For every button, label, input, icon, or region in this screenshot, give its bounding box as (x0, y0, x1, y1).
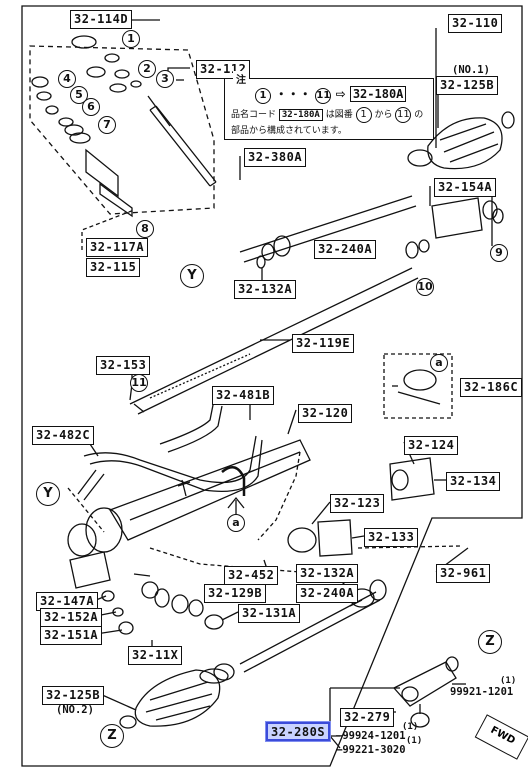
part-number-99924-1201[interactable]: –99924-1201 (336, 730, 406, 742)
callout-a-right[interactable]: a (430, 354, 448, 372)
callout-1[interactable]: 1 (122, 30, 140, 48)
part-label-32-125B-bottom[interactable]: 32-125B (42, 686, 105, 705)
part-label-32-129B[interactable]: 32-129B (204, 584, 267, 603)
part-label-32-482C[interactable]: 32-482C (32, 426, 95, 445)
part-label-32-279[interactable]: 32-279 (340, 708, 395, 727)
part-label-32-11X[interactable]: 32-11X (128, 646, 183, 665)
part-label-32-240A-bottom[interactable]: 32-240A (296, 584, 359, 603)
part-label-32-154A[interactable]: 32-154A (434, 178, 497, 197)
callout-3[interactable]: 3 (156, 70, 174, 88)
part-label-32-280S-selected[interactable]: 32-280S (266, 722, 331, 741)
callout-y-left[interactable]: Y (36, 482, 60, 506)
note-line2-to: 11 (395, 107, 412, 123)
part-label-32-481B[interactable]: 32-481B (212, 386, 275, 405)
part-label-32-114D[interactable]: 32-114D (70, 10, 133, 29)
note-range-row: 1 ・・・ 11 ⇨ 32-180A (255, 85, 407, 104)
boot-no1-note: (NO.1) (452, 64, 490, 76)
note-box: 注 1 ・・・ 11 ⇨ 32-180A 品名コード 32-180A は図番 1… (224, 71, 434, 140)
part-label-32-120[interactable]: 32-120 (298, 404, 353, 423)
part-number-99924-1201-text: 99924-1201 (342, 730, 406, 742)
note-line2-mid: は図番 (325, 110, 353, 120)
note-range-start: 1 (255, 88, 271, 104)
boot-no2-note: (NO.2) (56, 704, 94, 716)
callout-7[interactable]: 7 (98, 116, 116, 134)
part-label-32-117A[interactable]: 32-117A (86, 238, 149, 257)
part-label-32-119E[interactable]: 32-119E (292, 334, 355, 353)
part-label-32-115[interactable]: 32-115 (86, 258, 141, 277)
qty-99221-3020: (1) (406, 736, 423, 746)
part-label-32-110[interactable]: 32-110 (448, 14, 503, 33)
note-line-2: 品名コード 32-180A は図番 1 から 11 の (231, 107, 423, 123)
callout-6[interactable]: 6 (82, 98, 100, 116)
callout-9[interactable]: 9 (490, 244, 508, 262)
part-label-32-186C[interactable]: 32-186C (460, 378, 523, 397)
part-label-32-452[interactable]: 32-452 (224, 566, 279, 585)
part-label-32-380A[interactable]: 32-380A (244, 148, 307, 167)
callout-10[interactable]: 10 (416, 278, 434, 296)
callout-8[interactable]: 8 (136, 220, 154, 238)
callout-4[interactable]: 4 (58, 70, 76, 88)
qty-99921-1201: (1) (500, 676, 517, 686)
note-arrow-icon: ⇨ (335, 87, 346, 101)
part-label-32-132A-top[interactable]: 32-132A (234, 280, 297, 299)
callout-11[interactable]: 11 (130, 374, 148, 392)
note-heading: 注 (233, 71, 249, 86)
part-label-32-132A-bottom[interactable]: 32-132A (296, 564, 359, 583)
part-label-32-961[interactable]: 32-961 (436, 564, 491, 583)
callout-z-right[interactable]: Z (478, 630, 502, 654)
part-number-99921-1201[interactable]: 99921-1201 (450, 686, 514, 698)
part-label-32-153[interactable]: 32-153 (96, 356, 151, 375)
note-line2-no: の (414, 110, 424, 120)
callout-z-bottom[interactable]: Z (100, 724, 124, 748)
part-number-99221-3020[interactable]: –99221-3020 (336, 744, 406, 756)
part-label-32-151A[interactable]: 32-151A (40, 626, 103, 645)
note-line2-from: 1 (355, 107, 372, 123)
note-line2-prefix: 品名コード (231, 110, 277, 120)
part-label-32-134[interactable]: 32-134 (446, 472, 501, 491)
frame-outline (21, 5, 523, 767)
part-label-32-152A[interactable]: 32-152A (40, 608, 103, 627)
note-target-code: 32-180A (349, 86, 407, 102)
note-dots: ・・・ (275, 87, 312, 101)
note-line2-code: 32-180A (278, 109, 323, 121)
note-range-end: 11 (315, 88, 332, 104)
part-number-99221-3020-text: 99221-3020 (342, 744, 406, 756)
part-label-32-124[interactable]: 32-124 (404, 436, 459, 455)
note-line2-kara: から (374, 110, 393, 120)
note-line-3: 部品から構成されています。 (231, 126, 347, 136)
callout-5[interactable]: 5 (70, 86, 88, 104)
part-label-32-125B-top[interactable]: 32-125B (436, 76, 499, 95)
part-label-32-133[interactable]: 32-133 (364, 528, 419, 547)
part-label-32-123[interactable]: 32-123 (330, 494, 385, 513)
qty-99924-1201: (1) (402, 722, 419, 732)
part-label-32-131A[interactable]: 32-131A (238, 604, 301, 623)
part-label-32-240A-top[interactable]: 32-240A (314, 240, 377, 259)
callout-y-top[interactable]: Y (180, 264, 204, 288)
callout-a-center[interactable]: a (227, 514, 245, 532)
callout-2[interactable]: 2 (138, 60, 156, 78)
